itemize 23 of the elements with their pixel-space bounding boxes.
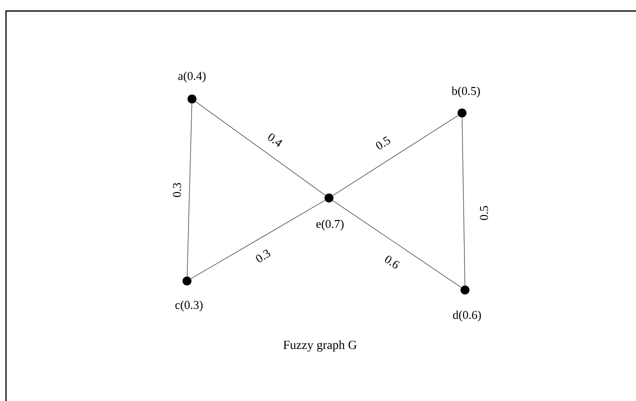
vertex-dot <box>458 108 466 118</box>
vertex-dot <box>324 194 334 202</box>
edge-label: 0.4 <box>265 130 285 150</box>
edge-line <box>462 117 466 286</box>
edge-line <box>186 103 192 277</box>
vertex-label: a(0.4) <box>178 72 206 82</box>
edge-label: 0.5 <box>478 204 490 222</box>
edge-line <box>332 115 458 196</box>
vertex-dot <box>188 94 196 104</box>
edge-line <box>332 200 462 288</box>
vertex-dot <box>182 276 192 286</box>
edge-label: 0.6 <box>382 253 402 271</box>
vertex-label: c(0.3) <box>175 300 203 312</box>
edge-line <box>190 200 326 279</box>
vertex-dot <box>460 286 470 294</box>
edge-label: 0.5 <box>373 134 393 152</box>
vertex-label: b(0.5) <box>452 86 480 98</box>
caption: Fuzzy graph G <box>283 340 357 352</box>
edge-label: 0.3 <box>172 182 182 198</box>
edge-line <box>196 101 326 196</box>
vertex-label: e(0.7) <box>316 220 344 230</box>
edge-label: 0.3 <box>253 247 273 265</box>
vertex-label: d(0.6) <box>453 310 481 322</box>
